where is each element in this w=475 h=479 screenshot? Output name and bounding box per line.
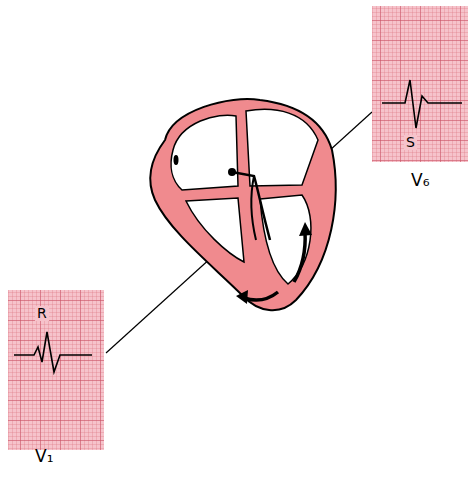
ecg-trace [382, 80, 462, 128]
heart-outline [150, 99, 335, 310]
ecg-trace [14, 332, 92, 372]
wave-label: R [35, 306, 49, 321]
ecg-grid [372, 6, 468, 162]
lead-label: V₁ [35, 447, 53, 466]
lead-label: V₆ [411, 171, 429, 190]
ecg-grid [8, 290, 104, 450]
wave-label: S [404, 135, 417, 150]
